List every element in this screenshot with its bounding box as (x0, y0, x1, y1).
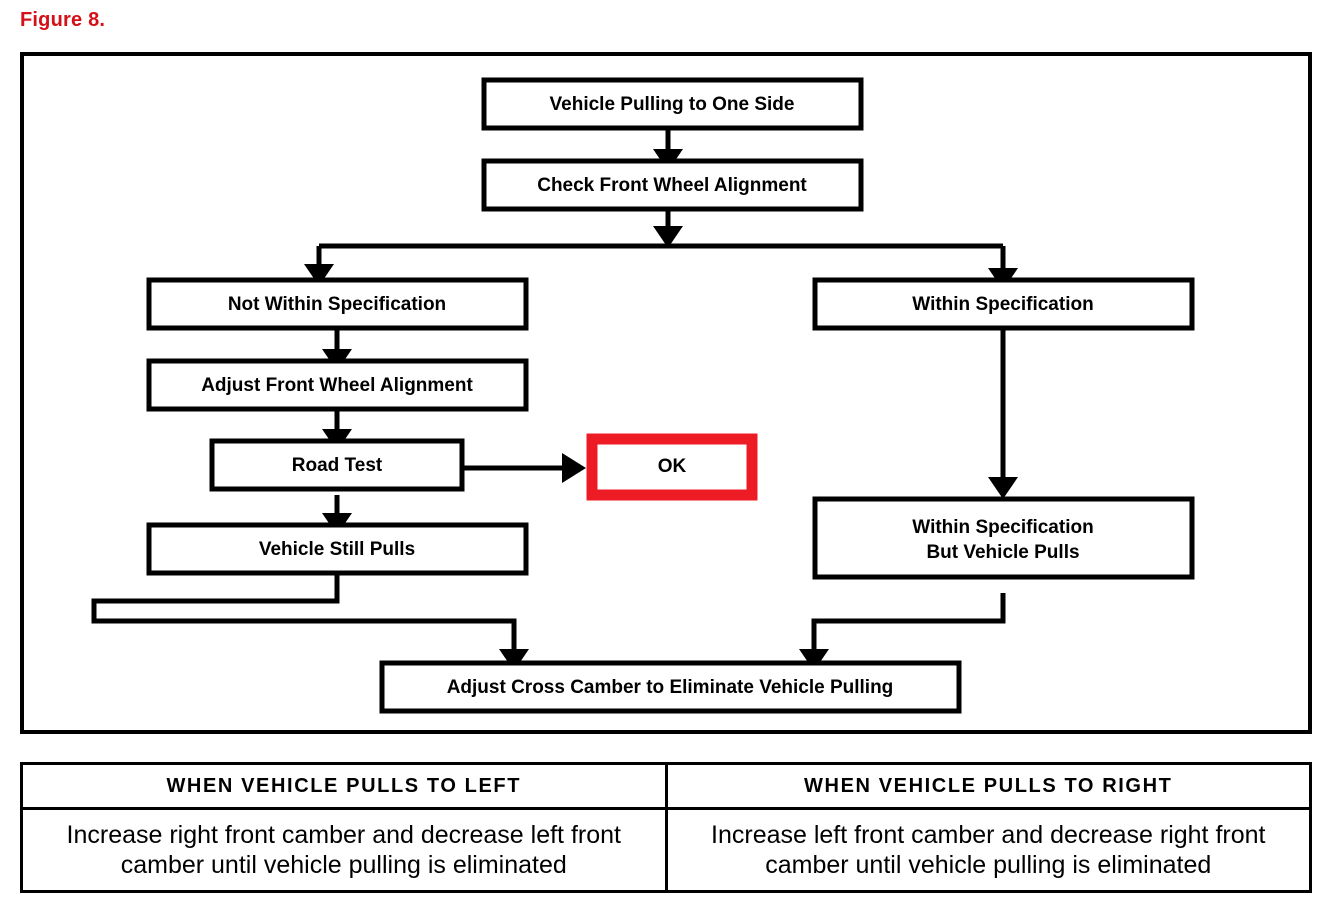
node-within-spec-but-pulls-label-line1: Within Specification (912, 517, 1093, 538)
flow-connectors (91, 128, 1018, 671)
node-within-spec-but-pulls-rect (812, 496, 1195, 580)
flowchart-svg: Vehicle Pulling to One Side Check Front … (91, 77, 1195, 714)
node-within-spec[interactable]: Within Specification (812, 277, 1195, 331)
node-vehicle-pulling-rect (481, 77, 864, 131)
node-not-within-spec-label: Not Within Specification (228, 294, 446, 315)
node-adjust-cross-camber[interactable]: Adjust Cross Camber to Eliminate Vehicle… (379, 660, 962, 714)
node-adjust-alignment[interactable]: Adjust Front Wheel Alignment (146, 358, 529, 412)
node-ok-label: OK (658, 456, 687, 477)
table-body-pull-left: Increase right front camber and decrease… (20, 807, 668, 893)
table-header-row: WHEN VEHICLE PULLS TO LEFT WHEN VEHICLE … (20, 762, 1312, 810)
node-check-alignment-rect (481, 158, 864, 212)
node-not-within-spec-rect (146, 277, 529, 331)
table-header-pull-right: WHEN VEHICLE PULLS TO RIGHT (664, 762, 1312, 810)
arrowhead-withinspec-to-butpulls (988, 477, 1018, 499)
table-body-pull-right: Increase left front camber and decrease … (664, 807, 1312, 893)
arrowhead-butpulls-to-crosscamber (799, 649, 829, 671)
table-body-row: Increase right front camber and decrease… (20, 807, 1312, 893)
node-ok-rect (586, 433, 758, 501)
node-road-test[interactable]: Road Test (209, 438, 465, 492)
node-ok[interactable]: OK (586, 433, 758, 501)
node-check-alignment[interactable]: Check Front Wheel Alignment (481, 158, 864, 212)
node-within-spec-but-pulls[interactable]: Within Specification But Vehicle Pulls (812, 496, 1195, 580)
node-within-spec-rect (812, 277, 1195, 331)
edge-stillpulls-to-crosscamber (91, 573, 517, 651)
node-vehicle-still-pulls-label: Vehicle Still Pulls (259, 539, 415, 560)
node-adjust-alignment-label: Adjust Front Wheel Alignment (201, 375, 473, 396)
node-adjust-cross-camber-label: Adjust Cross Camber to Eliminate Vehicle… (447, 677, 894, 698)
node-vehicle-pulling[interactable]: Vehicle Pulling to One Side (481, 77, 864, 131)
node-adjust-alignment-rect (146, 358, 529, 412)
node-not-within-spec[interactable]: Not Within Specification (146, 277, 529, 331)
node-vehicle-pulling-label: Vehicle Pulling to One Side (550, 94, 795, 115)
node-vehicle-still-pulls[interactable]: Vehicle Still Pulls (146, 522, 529, 576)
camber-adjustment-table: WHEN VEHICLE PULLS TO LEFT WHEN VEHICLE … (20, 762, 1312, 893)
node-within-spec-but-pulls-label-line2: But Vehicle Pulls (926, 542, 1079, 563)
node-vehicle-still-pulls-rect (146, 522, 529, 576)
arrowhead-split-left (304, 264, 334, 286)
node-within-spec-label: Within Specification (912, 294, 1093, 315)
node-road-test-label: Road Test (292, 455, 383, 476)
arrowhead-check-to-split (653, 226, 683, 248)
arrowhead-roadtest-to-ok (562, 453, 586, 483)
flowchart-frame: Vehicle Pulling to One Side Check Front … (20, 52, 1312, 734)
arrowhead-stillpulls-to-crosscamber (499, 649, 529, 671)
table-header-pull-left: WHEN VEHICLE PULLS TO LEFT (20, 762, 668, 810)
node-check-alignment-label: Check Front Wheel Alignment (537, 175, 807, 196)
node-adjust-cross-camber-rect (379, 660, 962, 714)
page-title: Figure 8. (20, 9, 106, 31)
node-road-test-rect (209, 438, 465, 492)
edge-butpulls-to-crosscamber (811, 593, 1006, 651)
